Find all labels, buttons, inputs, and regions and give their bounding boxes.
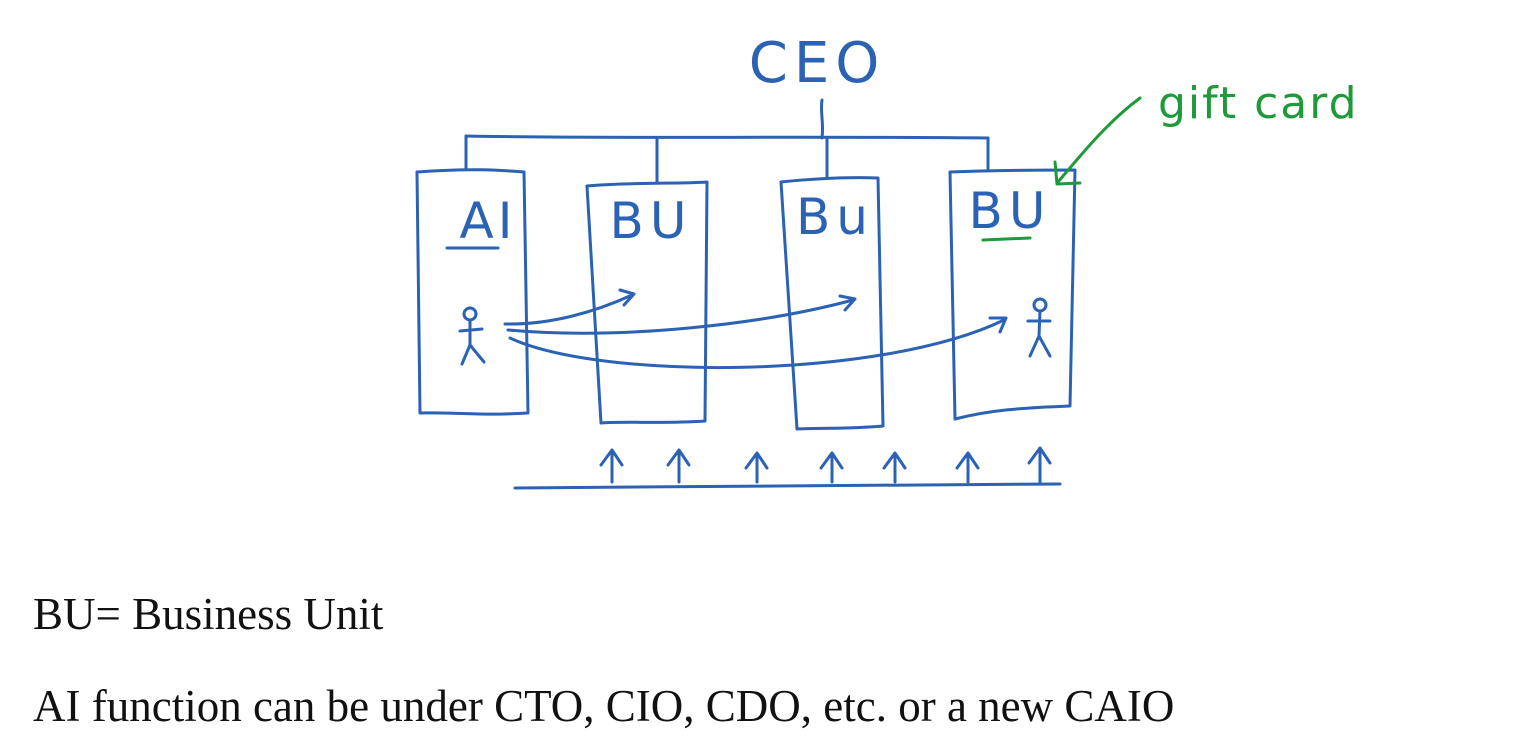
caption-definition: BU= Business Unit bbox=[33, 589, 384, 639]
gift-card-arrow bbox=[1053, 96, 1142, 186]
ai-to-bu-arrows bbox=[503, 288, 1008, 369]
ceo-label: CEO bbox=[749, 31, 886, 96]
unit-box-bu-3 bbox=[948, 168, 1077, 421]
unit-box-bu-1 bbox=[585, 180, 709, 425]
bottom-up-arrows bbox=[513, 446, 1062, 490]
unit-label-bu-1: BU bbox=[610, 192, 693, 250]
unit-label-ai: AI bbox=[460, 192, 517, 250]
gift-card-annotation: gift card bbox=[1158, 78, 1359, 129]
person-icon bbox=[458, 306, 486, 366]
org-connectors bbox=[464, 98, 990, 184]
caption-note: AI function can be under CTO, CIO, CDO, … bbox=[33, 681, 1175, 731]
unit-label-bu-2: Bu bbox=[796, 188, 874, 246]
org-chart-diagram: CEO AI BU Bu BU bbox=[415, 31, 1359, 490]
unit-box-ai bbox=[415, 168, 530, 416]
unit-box-bu-2 bbox=[779, 176, 885, 431]
unit-label-bu-3: BU bbox=[969, 182, 1052, 240]
person-icon bbox=[1026, 297, 1052, 358]
bu-label-underline bbox=[981, 236, 1032, 242]
